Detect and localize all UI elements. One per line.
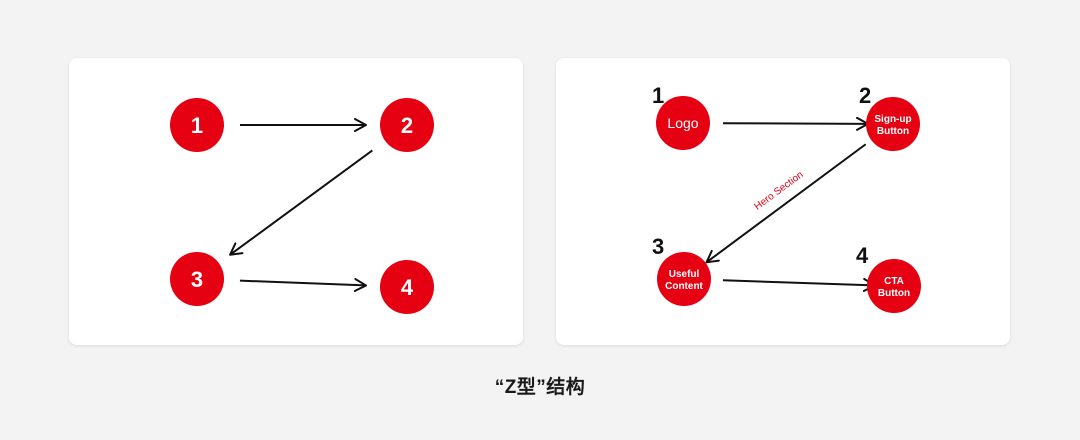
node-cta-label-line-2: Button <box>878 288 910 299</box>
z-pattern-numbered-card: 1 2 3 4 <box>69 58 523 345</box>
arrow-logo-to-signup <box>722 116 870 131</box>
node-n3-circle <box>170 252 224 306</box>
node-logo-label-line-1: Logo <box>667 115 698 131</box>
step-number-4: 4 <box>856 243 869 268</box>
node-useful-circle <box>657 252 711 306</box>
node-signup-label-line-2: Button <box>877 126 909 137</box>
edge-label-signup-to-useful: Hero Section <box>753 169 806 212</box>
node-signup-circle <box>866 97 920 151</box>
node-cta-circle <box>867 259 921 313</box>
step-number-2: 2 <box>859 83 871 108</box>
node-n3-label: 3 <box>191 267 203 292</box>
node-n2-circle <box>380 98 434 152</box>
node-n1-circle <box>170 98 224 152</box>
arrow-n2-to-n3 <box>229 149 373 256</box>
arrow-signup-to-useful <box>705 143 867 264</box>
z-pattern-numbered-diagram: 1 2 3 4 <box>170 98 434 314</box>
node-useful-label-line-1: Useful <box>669 269 700 280</box>
node-n4-circle <box>380 260 434 314</box>
node-n4-label: 4 <box>401 275 414 300</box>
arrow-useful-to-cta <box>722 278 877 292</box>
node-cta-label-line-1: CTA <box>884 276 904 287</box>
diagram-caption: “Z型”结构 <box>494 377 586 398</box>
arrow-n3-to-n4 <box>239 278 368 293</box>
node-signup-label-line-1: Sign-up <box>874 114 911 125</box>
node-n2-label: 2 <box>401 113 413 138</box>
step-number-3: 3 <box>652 234 664 259</box>
z-pattern-labeled-diagram: Hero SectionLogo1Sign-upButton2UsefulCon… <box>652 83 921 313</box>
step-number-1: 1 <box>652 83 664 108</box>
node-useful-label-line-2: Content <box>665 281 703 292</box>
node-logo-circle <box>656 96 710 150</box>
node-n1-label: 1 <box>191 113 203 138</box>
